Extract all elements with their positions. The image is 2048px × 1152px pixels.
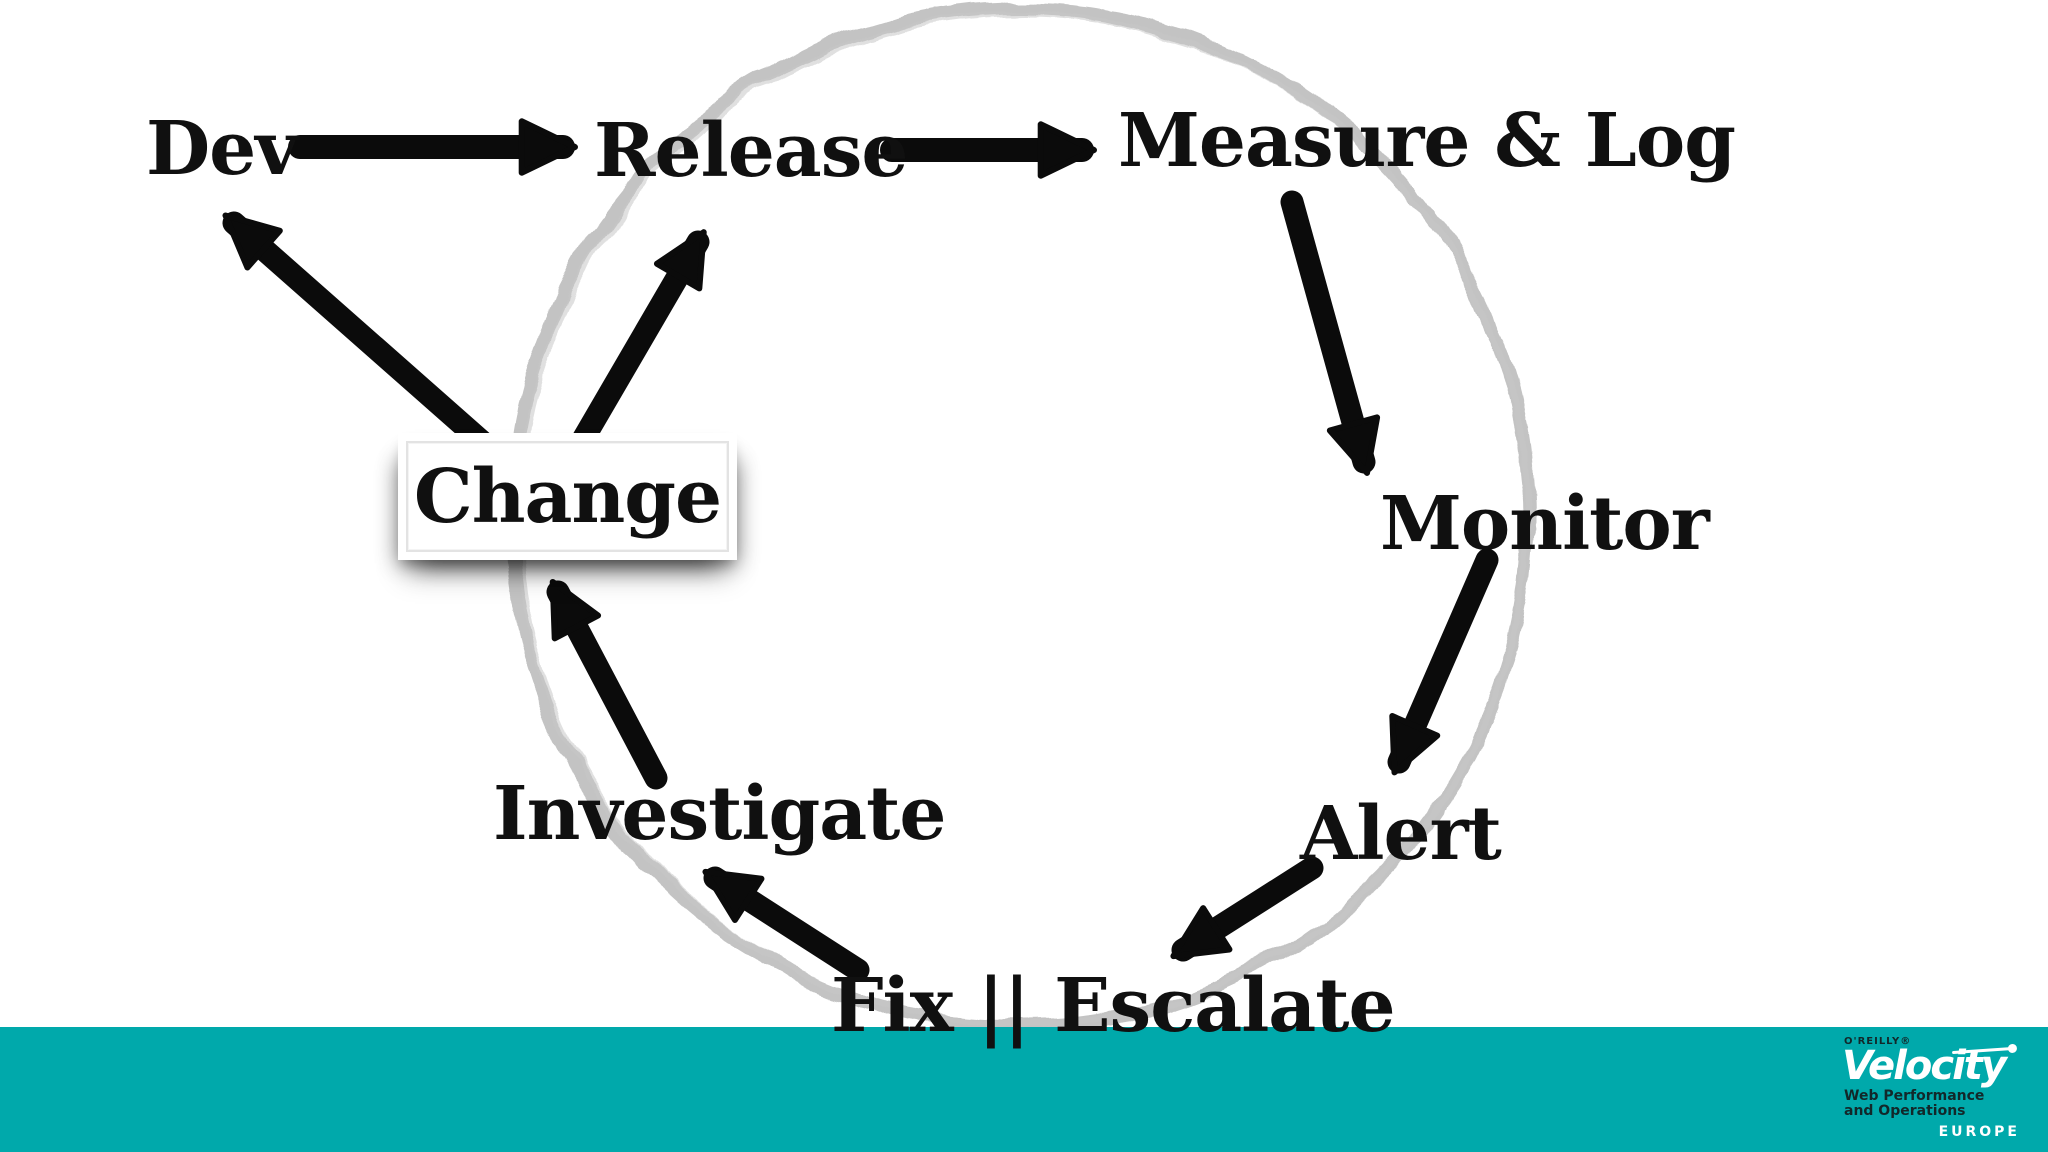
flow-arrows <box>222 118 1499 982</box>
node-label-dev: Dev <box>146 106 298 192</box>
node-label-change: Change <box>413 453 722 540</box>
change-node-box: Change <box>398 433 737 560</box>
speedometer-needle-dot-icon <box>2007 1043 2018 1054</box>
arrow-investigate-to-change <box>546 578 668 790</box>
tagline-line-1: Web Performance <box>1844 1088 1985 1104</box>
node-label-measure-log: Measure & Log <box>1118 98 1736 184</box>
node-label-release: Release <box>594 108 908 194</box>
arrow-alert-to-fix-escalate <box>1170 856 1324 962</box>
node-label-fix-escalate: Fix || Escalate <box>831 963 1396 1049</box>
velocity-logo: O'REILLY® Velocity Web Performance and O… <box>1842 1036 2020 1140</box>
arrow-monitor-to-alert <box>1387 548 1499 776</box>
velocity-wordmark: Velocity <box>1842 1043 2020 1089</box>
oreilly-wordmark: O'REILLY® <box>1844 1036 1912 1047</box>
velocity-tagline: Web Performance and Operations <box>1844 1088 2020 1120</box>
arrow-fix-escalate-to-investigate <box>702 866 870 982</box>
node-label-monitor: Monitor <box>1380 481 1710 567</box>
velocity-region-label: EUROPE <box>1938 1124 2020 1141</box>
node-label-alert: Alert <box>1300 791 1502 877</box>
node-label-investigate: Investigate <box>493 771 946 857</box>
arrow-change-to-dev <box>222 211 517 474</box>
velocity-brand-text: Velocity <box>1842 1043 2007 1089</box>
footer-band: O'REILLY® Velocity Web Performance and O… <box>0 1027 2048 1152</box>
tagline-line-2: and Operations <box>1844 1103 1966 1120</box>
arrow-measure-log-to-monitor <box>1280 190 1381 476</box>
arrow-change-to-release <box>566 229 710 460</box>
